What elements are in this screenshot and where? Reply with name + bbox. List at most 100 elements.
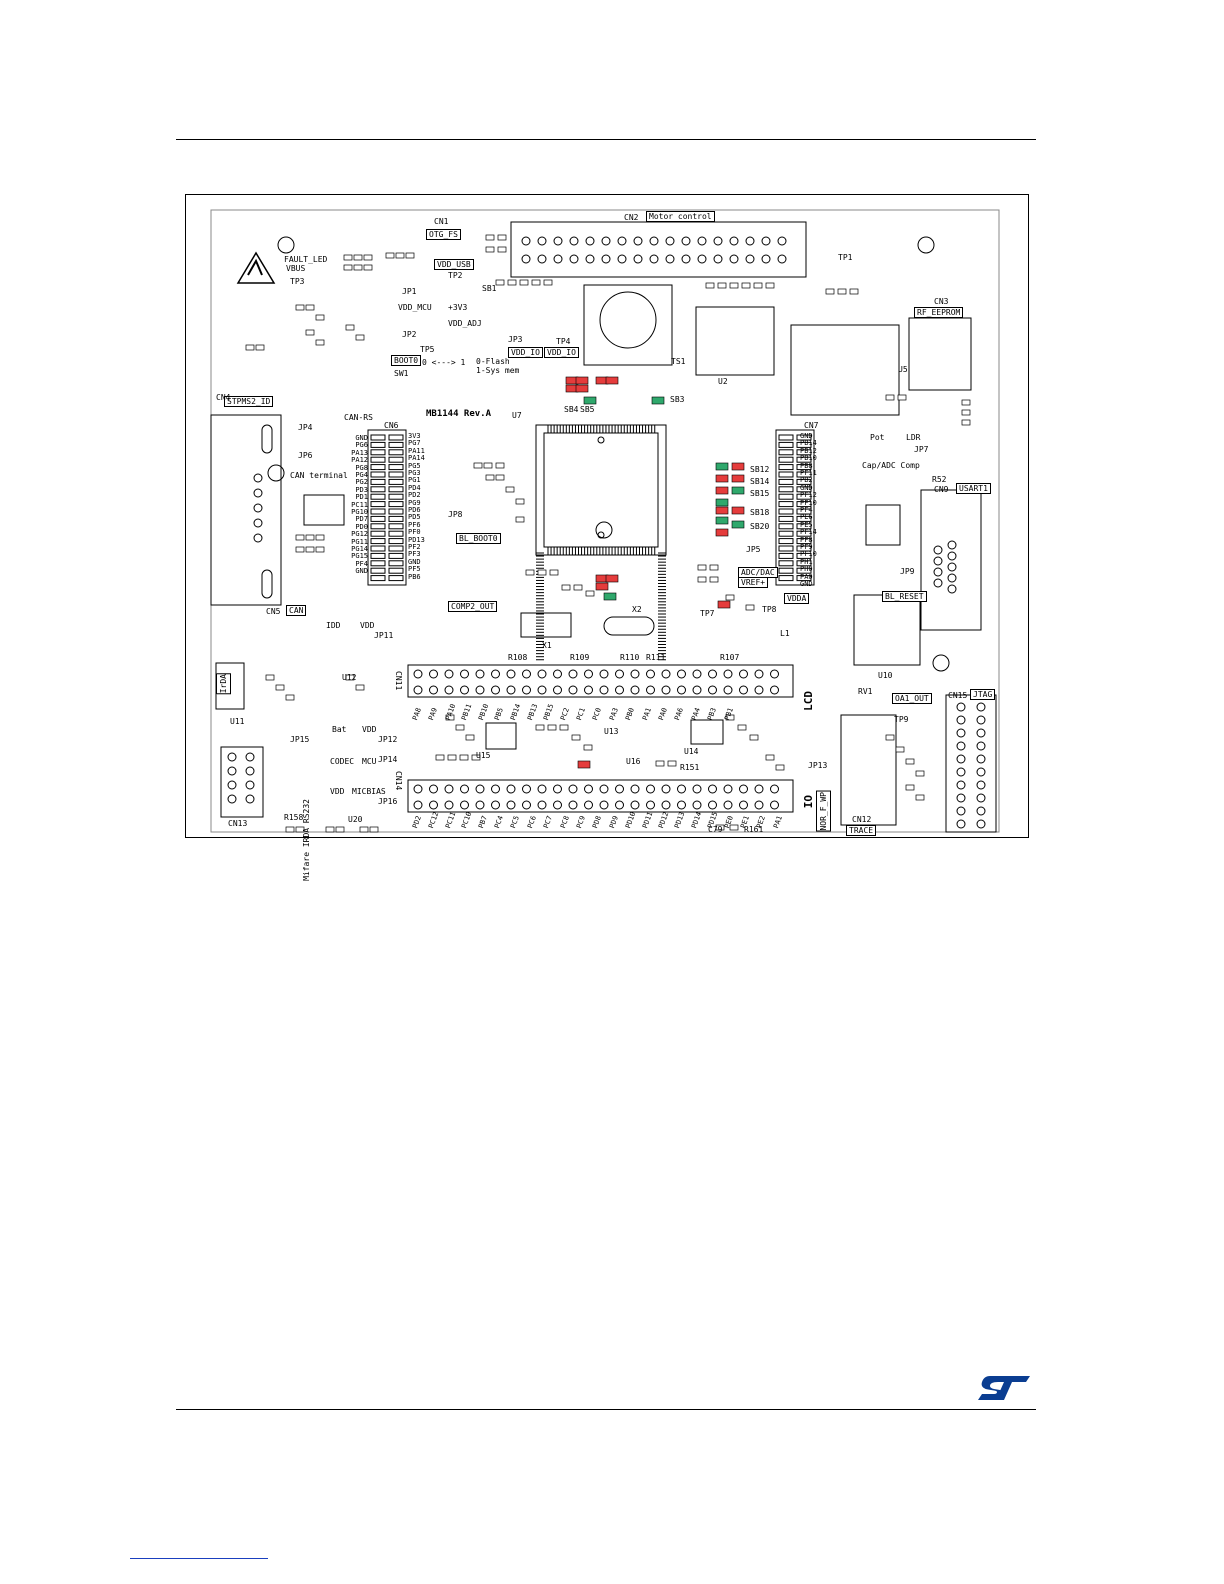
cn3-label: CN3 <box>934 297 949 306</box>
header-pad <box>370 560 386 567</box>
solder-bridge-pad <box>575 384 589 393</box>
header-pad <box>388 508 404 515</box>
cn5-pin <box>253 503 263 513</box>
cn9-pin <box>933 545 943 555</box>
solder-bridge-pad <box>715 516 729 525</box>
header-pin <box>708 784 717 794</box>
mounting-hole <box>595 521 613 539</box>
u11-label: U11 <box>230 717 245 726</box>
pin-label: PG9 <box>408 498 421 507</box>
header-pin <box>460 784 469 794</box>
sb5-label: SB5 <box>580 405 595 414</box>
passive-pad <box>473 462 483 469</box>
pin-label: PD14 <box>689 810 704 830</box>
rf-eeprom-label: RF_EEPROM <box>914 307 964 318</box>
passive-pad <box>915 794 925 801</box>
header-pin <box>661 685 671 695</box>
cn13-pin <box>245 780 255 790</box>
header-pin <box>553 800 562 810</box>
passive-pad <box>519 279 529 286</box>
passive-pad <box>465 734 475 741</box>
pin-label: PB12 <box>800 446 817 455</box>
cn2-pin <box>761 254 771 264</box>
passive-pad <box>525 569 535 576</box>
cn5-pin <box>253 518 263 528</box>
u2-label: U2 <box>718 377 728 386</box>
header-pin <box>708 669 717 679</box>
tp5-label: TP5 <box>420 345 435 354</box>
passive-pad <box>295 826 305 833</box>
cn13-pin <box>245 752 255 762</box>
cn2-pin <box>537 236 547 246</box>
header-pin <box>677 800 686 810</box>
passive-pad <box>395 252 405 259</box>
header-pin <box>584 685 593 695</box>
header-pin <box>677 685 686 695</box>
cn2-pin <box>553 254 563 264</box>
header-pin <box>615 669 624 679</box>
header-pad <box>778 501 794 508</box>
passive-pad <box>445 714 455 721</box>
passive-pad <box>715 824 725 831</box>
pin-label: PA9 <box>427 706 440 722</box>
solder-bridge-pad <box>583 396 597 405</box>
header-pin <box>723 784 733 794</box>
cn2-label: CN2 <box>624 213 639 222</box>
header-pin <box>692 800 702 810</box>
header-pin <box>429 685 438 695</box>
pin-label: 3V3 <box>408 432 421 440</box>
jtag-pin <box>956 806 966 816</box>
pin-label: PD9 <box>607 814 620 830</box>
header-pad <box>796 486 812 493</box>
passive-pad <box>543 279 553 286</box>
cn5-slot <box>261 569 273 599</box>
header-pin <box>491 800 500 810</box>
cn5-slot <box>261 424 273 454</box>
header-pin <box>537 685 547 695</box>
r158-label: R158 <box>284 813 304 822</box>
pin-label: PD15 <box>706 810 720 830</box>
header-pin <box>677 669 686 679</box>
trace-label: TRACE <box>846 825 877 836</box>
passive-pad <box>515 516 525 523</box>
sb4-label: SB4 <box>564 405 579 414</box>
pin-label: PF11 <box>800 469 817 477</box>
r110-label: R110 <box>620 653 640 662</box>
header-pad <box>796 515 812 522</box>
header-pad <box>388 575 404 582</box>
pin-label: PF6 <box>408 520 421 529</box>
header-pin <box>413 685 423 695</box>
jtag-pin <box>956 793 966 803</box>
header-pad <box>388 560 404 567</box>
header-pad <box>388 567 404 574</box>
header-pad <box>796 434 812 441</box>
cn2-pin <box>697 236 707 246</box>
cn2-pin <box>569 236 579 246</box>
header-pad <box>370 456 386 463</box>
header-pad <box>370 538 386 545</box>
pin-label: PG15 <box>351 552 368 561</box>
pin-label: PG5 <box>408 461 421 470</box>
pin-label: PF9 <box>800 543 813 551</box>
mounting-hole <box>267 464 285 482</box>
cn1-label: CN1 <box>434 217 449 226</box>
header-pad <box>778 441 794 448</box>
header-pin <box>522 784 531 794</box>
header-pin <box>553 685 562 695</box>
header-pin <box>553 669 562 679</box>
cn12-label: CN12 <box>852 815 872 824</box>
pin-label: PC5 <box>509 814 522 830</box>
pin-label: PA8 <box>411 706 423 722</box>
solder-bridge-pad <box>715 506 729 515</box>
sb15-label: SB15 <box>750 489 770 498</box>
passive-pad <box>961 419 971 426</box>
cn2-pin <box>745 254 755 264</box>
footnote-link-underline[interactable] <box>130 1558 268 1559</box>
header-pad <box>388 515 404 522</box>
passive-pad <box>825 288 835 295</box>
header-pin <box>413 669 423 679</box>
header-pin <box>661 784 671 794</box>
vdd-label: VDD <box>360 621 375 630</box>
pin-label: PA14 <box>408 454 425 463</box>
header-pad <box>796 552 812 559</box>
